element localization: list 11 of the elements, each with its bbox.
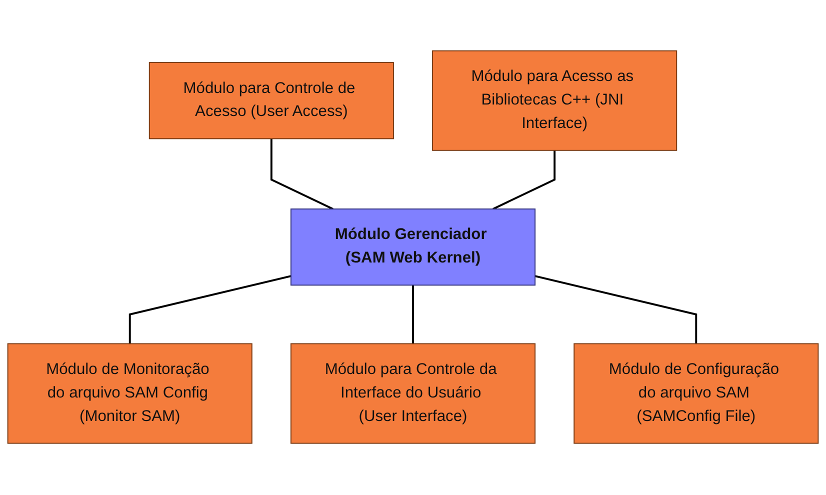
connector [128,276,292,344]
node-box: Módulo Gerenciador (SAM Web Kernel) [290,208,536,286]
node-box: Módulo de Monitoração do arquivo SAM Config (Monitor SAM) [7,344,252,444]
connector [412,286,414,344]
node-box: Módulo para Controle da Interface do Usuário (User Interface) [290,344,536,444]
connector [270,139,334,210]
connector [534,276,698,344]
connector [492,150,556,210]
node-box: Módulo para Controle de Acesso (User Access) [148,62,394,140]
node-box: Módulo para Acesso as Bibliotecas C++ (JNI Interface) [432,50,678,152]
node-box: Módulo de Configuração do arquivo SAM (SAMConfig File) [574,344,819,444]
